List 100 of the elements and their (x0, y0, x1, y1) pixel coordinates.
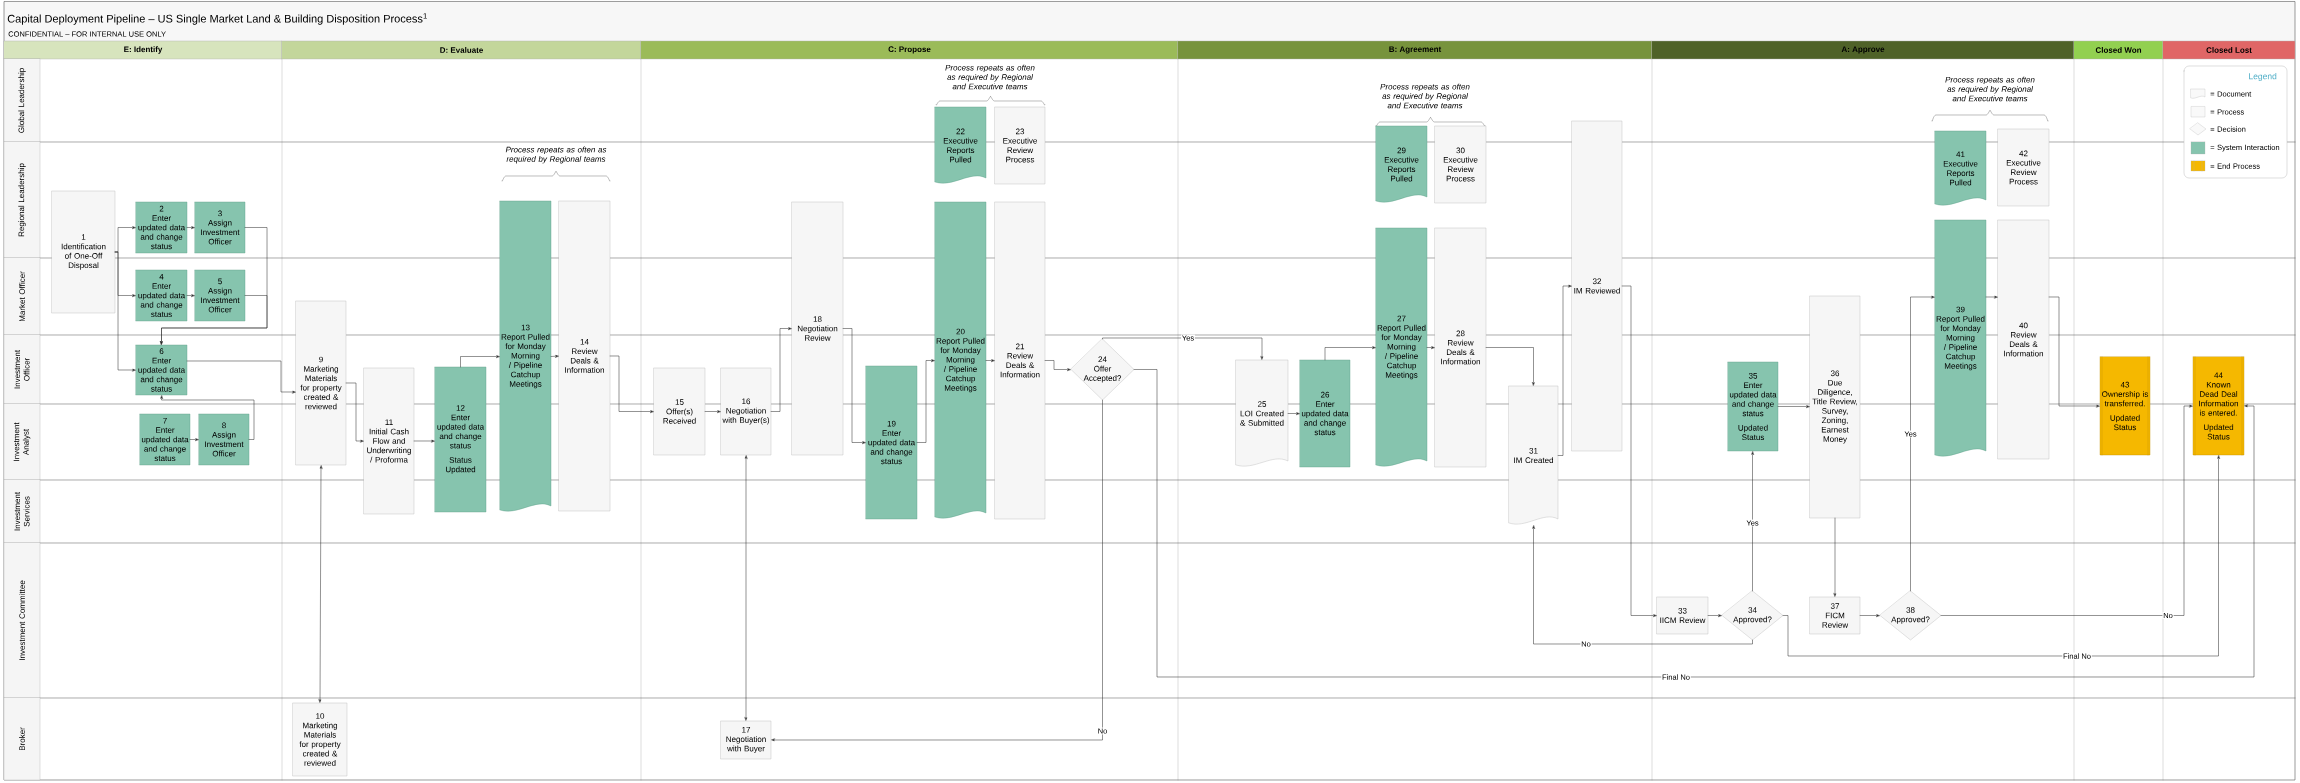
process-box: 32 IM Reviewed (1571, 120, 1623, 452)
arrow (1910, 295, 1935, 592)
arrow (160, 295, 268, 345)
process-box: 18 Negotiation Review (791, 201, 844, 456)
arrow (318, 465, 323, 703)
process-box: 33 IICM Review (1656, 596, 1709, 635)
title: Capital Deployment Pipeline – US Single Market Land & Building Disposition Process$^{1}$ (7, 13, 427, 25)
phase-header: A: Approve (1651, 40, 2075, 60)
arrow (186, 294, 195, 297)
arrow (770, 327, 792, 412)
phase-header: C: Propose (640, 40, 1179, 60)
process-box: 11 Initial Cash Flow and Underwriting / Proforma (363, 367, 415, 515)
arrow (1985, 295, 1998, 299)
system-box: 3 Assign Investment Officer (194, 201, 246, 254)
process-box: 15 Offer(s) Received (653, 367, 706, 456)
note: Process repeats as often as required by Regional and Executive teams (945, 64, 1035, 90)
process-box: 9 Marketing Materials for property created & reviewed (295, 300, 347, 466)
process-box: 10 Marketing Materials for property created & reviewed (292, 702, 348, 777)
arrow (1324, 346, 1376, 361)
end-process-box: 44 Known Dead Deal Information is entered. Updated Status (2192, 356, 2245, 456)
report-document: 22 Executive Reports Pulled (934, 106, 987, 184)
arrow (1532, 525, 1753, 645)
lane-header: Global Leadership (3, 58, 41, 143)
phase-header: B: Agreement (1177, 40, 1653, 60)
process-box: 42 Executive Review Process (1997, 128, 2050, 207)
arrow (1485, 347, 1535, 386)
process-box: 21 Review Deals & Information (994, 201, 1046, 520)
arrow (1707, 614, 1722, 617)
system-box: 4 Enter updated data and change status (135, 269, 188, 322)
arrow (1621, 285, 1657, 617)
arrow (160, 395, 255, 440)
arrow (1751, 451, 1754, 592)
system-box: 35 Enter updated data and change status Updated Status (1727, 361, 1779, 452)
process-box: 36 Due Diligence, Title Review, Survey, Zoning, Earnest Money (1809, 295, 1861, 519)
arrow (550, 355, 559, 358)
report-document: 41 Executive Reports Pulled (1934, 130, 1987, 206)
arrow (771, 399, 1103, 742)
phase-header: Closed Lost (2162, 40, 2296, 60)
lane-header: Regional Leadership (3, 141, 41, 259)
arrow (186, 360, 296, 394)
system-box: 6 Enter updated data and change status (135, 344, 188, 396)
system-box: 7 Enter updated data and change status (139, 413, 191, 466)
legend-title: Legend (2249, 73, 2277, 81)
arrow (1557, 284, 1572, 456)
phase-header: D: Evaluate (281, 40, 642, 60)
report-document: 20 Report Pulled for Monday Morning / Pipeline Catchup Meetings (934, 201, 987, 519)
arrow (985, 359, 995, 362)
process-box: 23 Executive Review Process (994, 106, 1046, 185)
arrow (345, 382, 364, 443)
phase-header: Closed Won (2073, 40, 2164, 60)
end-process-box: 43 Ownership is transferred. Updated Status (2099, 356, 2151, 456)
lane-header: Investment Services (3, 479, 41, 544)
arrow (609, 355, 654, 413)
process-box: 40 Review Deals & Information (1997, 219, 2050, 460)
arrow (916, 359, 935, 443)
phase-header: E: Identify (3, 40, 283, 60)
arrow (1940, 404, 2193, 616)
note: Process repeats as often as required by Regional and Executive teams (1380, 83, 1470, 109)
system-box: 12 Enter updated data and change status Status Updated (434, 366, 487, 513)
arrow (186, 226, 195, 229)
arrow (842, 328, 866, 444)
arrow (114, 251, 136, 372)
arrow (413, 439, 435, 443)
report-document: 29 Executive Reports Pulled (1375, 125, 1428, 203)
arrow (704, 410, 721, 413)
system-box: 2 Enter updated data and change status (135, 201, 188, 254)
report-document: 13 Report Pulled for Monday Morning / Pipeline Catchup Meetings (499, 200, 552, 512)
report-document: 27 Report Pulled for Monday Morning / Pipeline Catchup Meetings (1375, 227, 1428, 467)
arrow (189, 438, 199, 441)
system-box: 26 Enter updated data and change status (1299, 359, 1351, 468)
arrow (1782, 455, 2220, 657)
note: Process repeats as often as required by Regional and Executive teams (1945, 76, 2035, 102)
process-box: 16 Negotiation with Buyer(s) (720, 367, 772, 456)
arrow (1777, 405, 1810, 408)
lane-header: Broker (3, 697, 41, 781)
note: Process repeats as often as required by Regional teams (505, 146, 607, 164)
process-box: 17 Negotiation with Buyer (720, 720, 772, 760)
system-box: 8 Assign Investment Officer (198, 413, 250, 466)
system-box: 5 Assign Investment Officer (194, 269, 246, 322)
process-box: 1 Identification of One-Off Disposal (51, 190, 116, 314)
lane-header: Investment Officer (3, 334, 41, 405)
arrow (2048, 296, 2100, 408)
lane-header: Market Officer (3, 257, 41, 336)
arrow (1133, 369, 2255, 678)
system-box: 19 Enter updated data and change status (865, 365, 918, 520)
arrow (1833, 517, 1837, 597)
arrow (114, 226, 136, 253)
arrow (1426, 346, 1435, 349)
arrow (1287, 412, 1300, 415)
arrow (1102, 337, 1264, 360)
arrow (460, 355, 500, 368)
arrow (1044, 360, 1071, 371)
report-document: 39 Report Pulled for Monday Morning / Pipeline Catchup Meetings (1934, 219, 1987, 457)
arrow (744, 455, 748, 721)
process-box: 30 Executive Review Process (1434, 125, 1487, 204)
arrow (1859, 614, 1880, 617)
process-box: 14 Review Deals & Information (558, 200, 611, 512)
lane-header: Investment Analyst (3, 403, 41, 481)
process-box: 28 Review Deals & Information (1434, 227, 1487, 468)
process-box: 37 FICM Review (1809, 596, 1861, 635)
